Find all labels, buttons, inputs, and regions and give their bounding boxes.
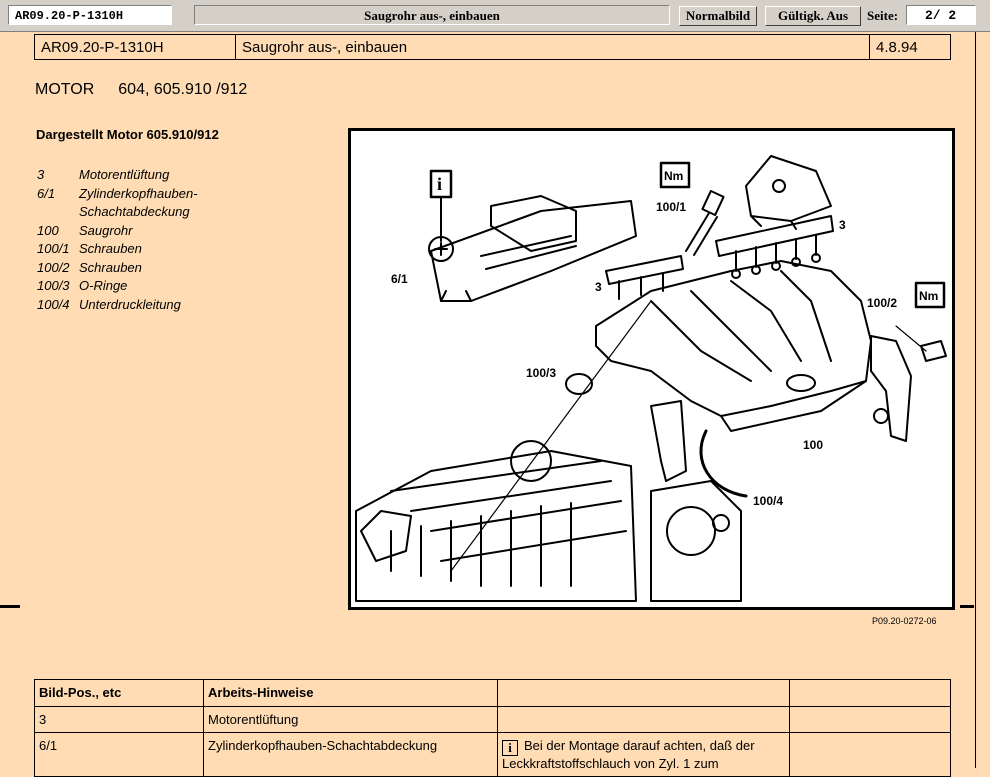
info-marker-text: i [437, 174, 442, 194]
motor-value: 604, 605.910 /912 [118, 81, 248, 98]
header-title: Saugrohr aus-, einbauen [236, 35, 870, 59]
label-100-3: 100/3 [526, 366, 556, 380]
document-header: AR09.20-P-1310H Saugrohr aus-, einbauen … [34, 34, 951, 60]
torque-marker-text: Nm [919, 289, 938, 303]
shown-engine: Dargestellt Motor 605.910/912 [36, 127, 219, 142]
label-3-right: 3 [839, 218, 846, 232]
scrollbar-thumb[interactable] [976, 32, 990, 752]
title-field: Saugrohr aus-, einbauen [194, 5, 670, 25]
motor-label: MOTOR [35, 81, 95, 98]
engine-block [355, 440, 742, 602]
figure-reference: P09.20-0272-06 [872, 616, 937, 626]
row-note [497, 706, 790, 733]
table-header-row: Bild-Pos., etc Arbeits-Hinweise [34, 679, 951, 707]
exploded-view-drawing: i Nm Nm 6/1 100/1 3 3 100/3 100/2 100 10… [348, 128, 955, 610]
col-header-4 [789, 679, 951, 707]
row-pos: 3 [34, 706, 204, 733]
label-100-2: 100/2 [867, 296, 897, 310]
bolt-part [685, 189, 725, 256]
page-label: Seite: [867, 8, 899, 23]
intake-manifold-part [595, 260, 872, 432]
doc-id-field[interactable]: AR09.20-P-1310H [8, 5, 172, 25]
row-pos: 6/1 [34, 732, 204, 777]
page-field[interactable]: 2/ 2 [906, 5, 976, 25]
normal-view-button[interactable]: Normalbild [679, 6, 757, 26]
header-date: 4.8.94 [876, 39, 918, 56]
col-header-notes: Arbeits-Hinweise [203, 679, 498, 707]
label-100-1: 100/1 [656, 200, 686, 214]
row-text: Zylinderkopfhauben-Schachtabdeckung [203, 732, 498, 777]
work-notes-table: Bild-Pos., etc Arbeits-Hinweise 3 Motore… [34, 679, 951, 777]
label-100: 100 [803, 438, 823, 452]
torque-marker-icon [914, 281, 946, 309]
col-header-pos: Bild-Pos., etc [34, 679, 204, 707]
validity-button[interactable]: Gültigk. Aus [765, 6, 861, 26]
header-doc-id: AR09.20-P-1310H [35, 35, 236, 59]
vertical-scrollbar[interactable] [974, 32, 990, 768]
table-row: 6/1 Zylinderkopfhauben-Schachtabdeckung … [34, 732, 951, 777]
info-icon[interactable]: i [502, 740, 518, 756]
row-text: Motorentlüftung [203, 706, 498, 733]
table-row: 3 Motorentlüftung [34, 706, 951, 733]
label-6-1: 6/1 [391, 272, 408, 286]
label-3-left: 3 [595, 280, 602, 294]
torque-marker-text: Nm [664, 169, 683, 183]
label-100-4: 100/4 [753, 494, 783, 508]
col-header-3 [497, 679, 790, 707]
toolbar: AR09.20-P-1310H Saugrohr aus-, einbauen … [0, 0, 990, 32]
cover-part [428, 195, 637, 302]
motor-line: MOTOR 604, 605.910 /912 [35, 81, 271, 99]
torque-marker-icon [659, 161, 691, 189]
